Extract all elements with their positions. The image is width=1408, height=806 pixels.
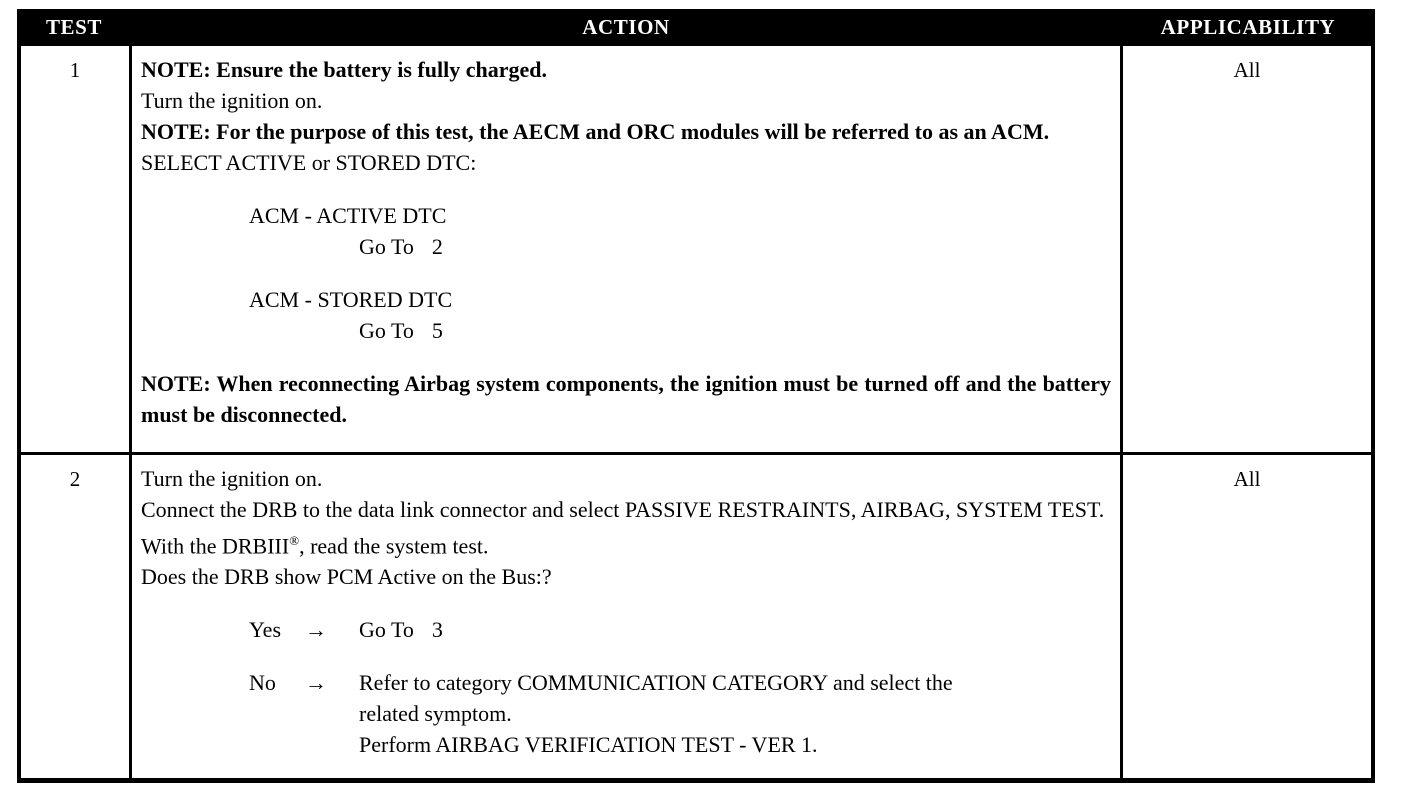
step-turn-ignition-on: Turn the ignition on. <box>141 466 323 491</box>
option-acm-active-goto: Go To 2 <box>141 231 1111 262</box>
column-header-test: TEST <box>45 15 103 39</box>
branch-no-label: No <box>249 670 276 696</box>
spacer <box>141 592 1111 614</box>
goto-label: Go To <box>359 234 414 259</box>
branch-no-text-line-1: Refer to category COMMUNICATION CATEGORY… <box>359 670 953 696</box>
registered-trademark-icon: ® <box>289 533 300 548</box>
arrow-right-icon: → <box>305 670 327 696</box>
branch-no-text-line-3: Perform AIRBAG VERIFICATION TEST - VER 1… <box>359 732 818 758</box>
table-row: 1 NOTE: Ensure the battery is fully char… <box>21 46 1371 455</box>
branch-yes[interactable]: Yes → Go To 3 <box>141 614 1111 645</box>
test-number-cell: 2 <box>21 455 132 778</box>
arrow-right-icon: → <box>305 617 327 643</box>
note-acm-naming: NOTE: For the purpose of this test, the … <box>141 119 1050 144</box>
goto-label: Go To <box>359 318 414 343</box>
step-select-dtc: SELECT ACTIVE or STORED DTC: <box>141 150 477 175</box>
table-row: 2 Turn the ignition on. Connect the DRB … <box>21 455 1371 778</box>
test-number-cell: 1 <box>21 46 132 452</box>
step-read-system-test-pre: With the DRBIII <box>141 533 290 559</box>
applicability-cell: All <box>1233 467 1261 491</box>
branch-no[interactable]: No → Refer to category COMMUNICATION CATEG… <box>141 667 1111 698</box>
branch-no-text-line-2: related symptom. <box>359 701 512 727</box>
option-acm-active-dtc: ACM - ACTIVE DTC <box>249 203 447 228</box>
table-header-row: TEST ACTION APPLICABILITY <box>17 9 1375 46</box>
column-header-action: ACTION <box>582 15 670 39</box>
goto-target[interactable]: 2 <box>431 234 443 259</box>
step-read-system-test-post: , read the system test. <box>299 533 489 559</box>
column-header-applicability: APPLICABILITY <box>1160 15 1336 39</box>
step-read-system-test: With the DRBIII®, read the system test. <box>141 525 1111 561</box>
spacer <box>141 645 1111 667</box>
note-reconnect-airbag: NOTE: When reconnecting Airbag system co… <box>141 371 1111 427</box>
goto-target[interactable]: 5 <box>431 318 443 343</box>
spacer <box>141 178 1111 200</box>
action-cell: NOTE: Ensure the battery is fully charge… <box>132 46 1123 452</box>
question-pcm-active-on-bus: Does the DRB show PCM Active on the Bus:… <box>141 564 552 590</box>
table-body: 1 NOTE: Ensure the battery is fully char… <box>17 46 1375 783</box>
step-turn-ignition-on: Turn the ignition on. <box>141 88 323 113</box>
branch-yes-target[interactable]: 3 <box>431 617 443 643</box>
branch-yes-goto: Go To <box>359 617 414 643</box>
option-acm-stored-dtc: ACM - STORED DTC <box>249 287 453 312</box>
applicability-cell: All <box>1233 58 1261 82</box>
action-cell: Turn the ignition on. Connect the DRB to… <box>132 455 1123 778</box>
option-acm-stored-goto: Go To 5 <box>141 315 1111 346</box>
spacer <box>141 346 1111 368</box>
spacer <box>141 262 1111 284</box>
branch-yes-label: Yes <box>249 617 282 643</box>
step-connect-drb: Connect the DRB to the data link connect… <box>141 497 1105 522</box>
note-battery-charged: NOTE: Ensure the battery is fully charge… <box>141 57 547 82</box>
